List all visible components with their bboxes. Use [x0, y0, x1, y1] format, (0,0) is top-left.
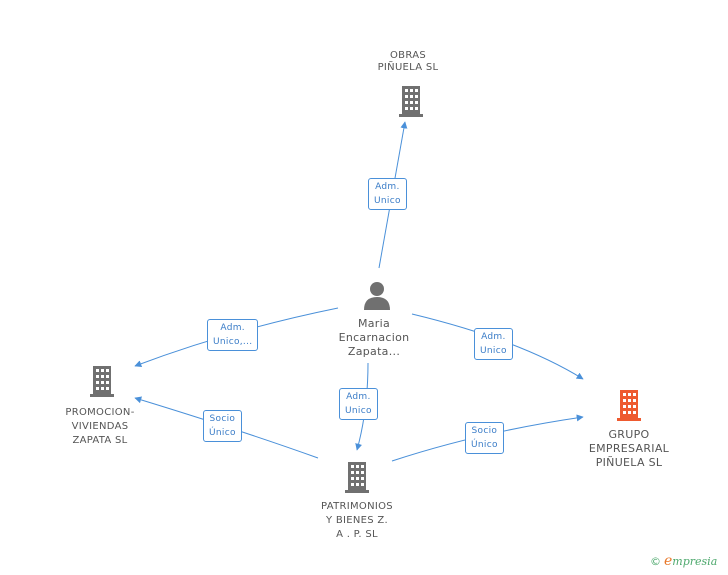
brand-initial: e: [664, 553, 673, 569]
node-label-maria[interactable]: Maria Encarnacion Zapata...: [338, 317, 410, 358]
node-label-grupo[interactable]: GRUPO EMPRESARIAL PIÑUELA SL: [588, 428, 670, 469]
edge-label-patrimonios-grupo: Socio Único: [465, 422, 504, 454]
edge-label-maria-patrimonios: Adm. Unico: [339, 388, 378, 420]
person-icon[interactable]: [362, 280, 392, 310]
edge-label-maria-obras: Adm. Unico: [368, 178, 407, 210]
node-label-promocion[interactable]: PROMOCION- VIVIENDAS ZAPATA SL: [65, 407, 135, 446]
node-label-obras[interactable]: OBRAS PIÑUELA SL: [377, 50, 439, 73]
copyright-icon: ©: [650, 555, 661, 568]
building-icon[interactable]: [396, 84, 426, 118]
edge-label-patrimonios-promocion: Socio Único: [203, 410, 242, 442]
building-icon[interactable]: [87, 364, 117, 398]
brand-name: mpresia: [672, 555, 718, 568]
building-icon[interactable]: [342, 460, 372, 494]
footer-brand[interactable]: ©empresia: [650, 553, 717, 569]
node-label-patrimonios[interactable]: PATRIMONIOS Y BIENES Z. A . P. SL: [321, 501, 393, 540]
edge-label-maria-grupo: Adm. Unico: [474, 328, 513, 360]
edge-label-maria-promocion: Adm. Unico,...: [207, 319, 259, 351]
building-icon[interactable]: [614, 388, 644, 422]
